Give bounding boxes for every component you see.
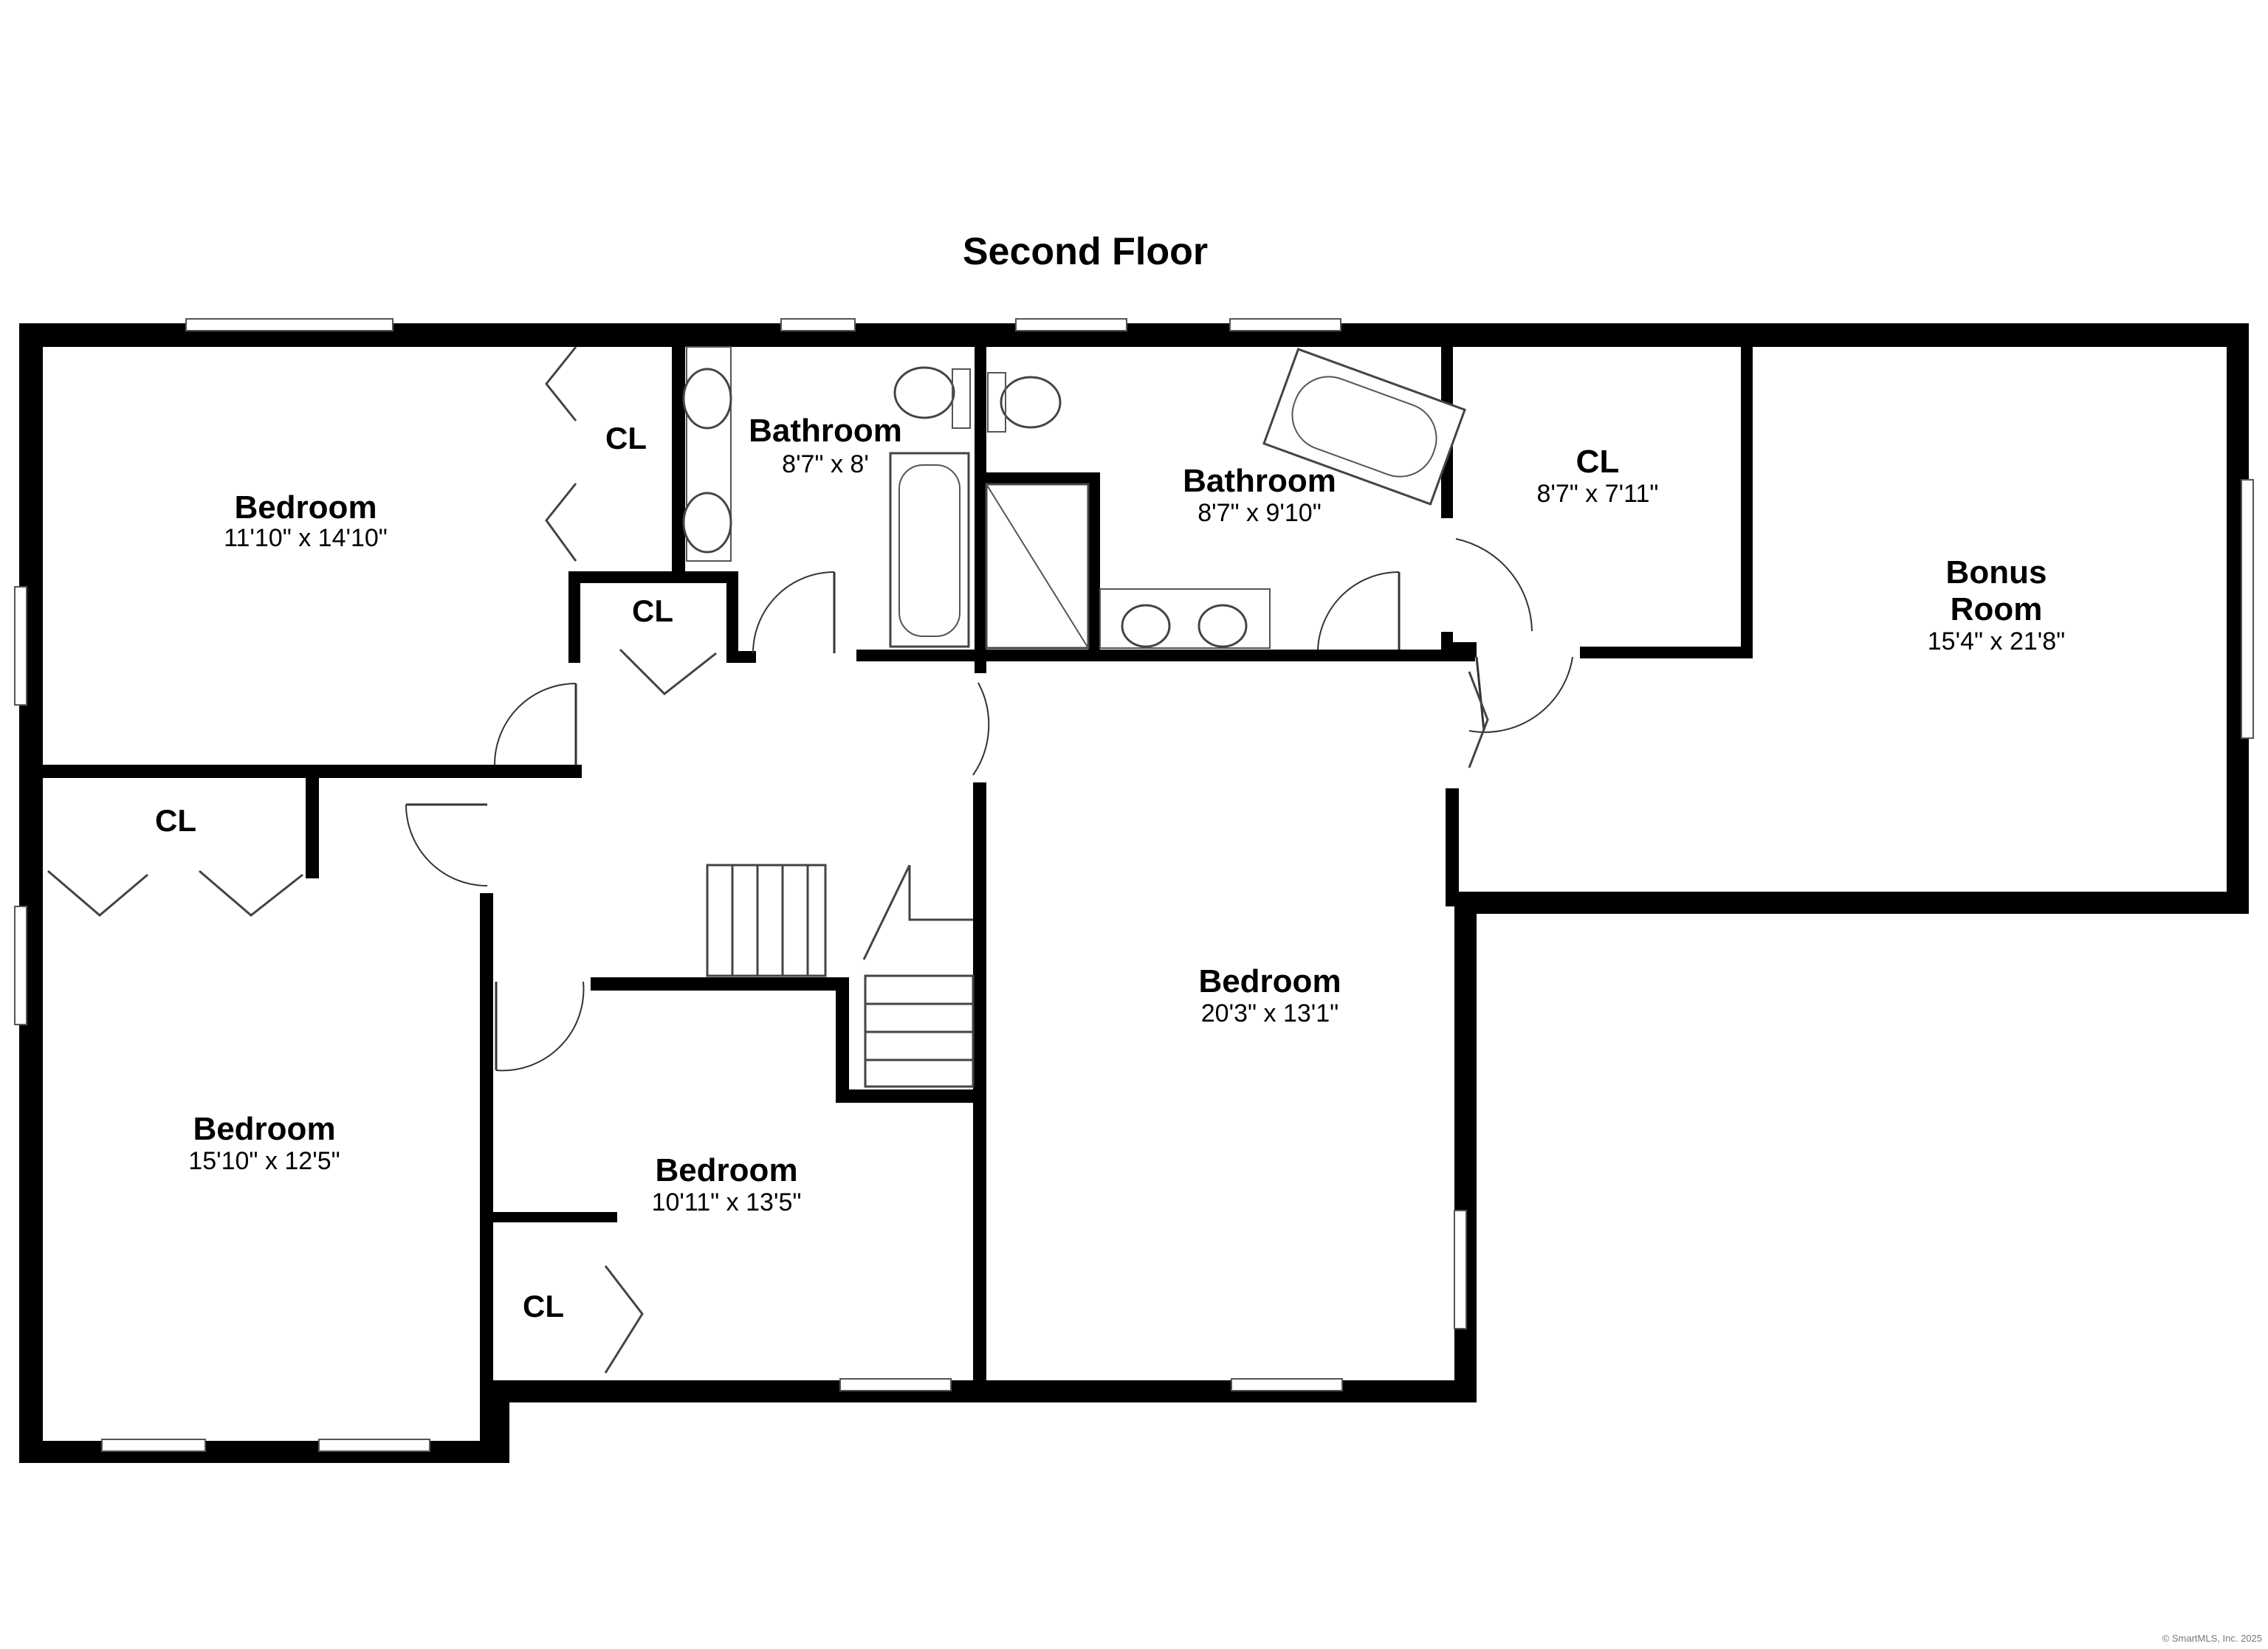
room-name: Bathroom [749,413,902,449]
floor-title: Second Floor [963,230,1208,273]
room-dims: 15'10" x 12'5" [188,1147,340,1175]
sink-icon [1121,604,1171,648]
sink-icon [682,368,732,430]
room-name: Room [1951,591,2043,627]
windows [14,318,2254,1452]
staircase [706,864,975,1088]
closet-label: CL [523,1289,564,1323]
room-name: Bedroom [234,489,377,526]
bathroom-fixtures [682,346,1466,650]
room-dims: 10'11" x 13'5" [652,1188,802,1216]
closet-label: CL [605,421,647,455]
room-name: Bedroom [1198,963,1341,999]
doors [405,538,1573,1072]
bathtub-icon [1262,348,1466,506]
closet-label: CL [632,593,673,628]
bathtub-icon [889,452,970,648]
sink-icon [1197,604,1248,648]
copyright-text: © SmartMLS, Inc. 2025 [2162,1633,2262,1644]
toilet-icon [1000,376,1062,429]
room-name: CL [1576,444,1620,480]
room-labels: Bedroom 11'10" x 14'10" Bathroom 8'7" x … [155,413,2065,1323]
closet-bifold-doors [47,346,1489,1374]
closet-label: CL [155,803,196,838]
room-dims: 11'10" x 14'10" [224,524,388,552]
room-name: Bedroom [193,1111,335,1147]
room-dims: 8'7" x 7'11" [1536,480,1658,508]
room-dims: 8'7" x 9'10" [1197,499,1322,527]
sink-icon [682,492,732,554]
room-dims: 8'7" x 8' [782,450,869,478]
room-dims: 20'3" x 13'1" [1201,999,1339,1027]
room-name: Bedroom [655,1152,797,1188]
toilet-icon [893,366,955,419]
room-dims: 15'4" x 21'8" [1928,627,2065,655]
room-name: Bathroom [1183,463,1336,499]
room-name: Bonus [1946,554,2047,591]
